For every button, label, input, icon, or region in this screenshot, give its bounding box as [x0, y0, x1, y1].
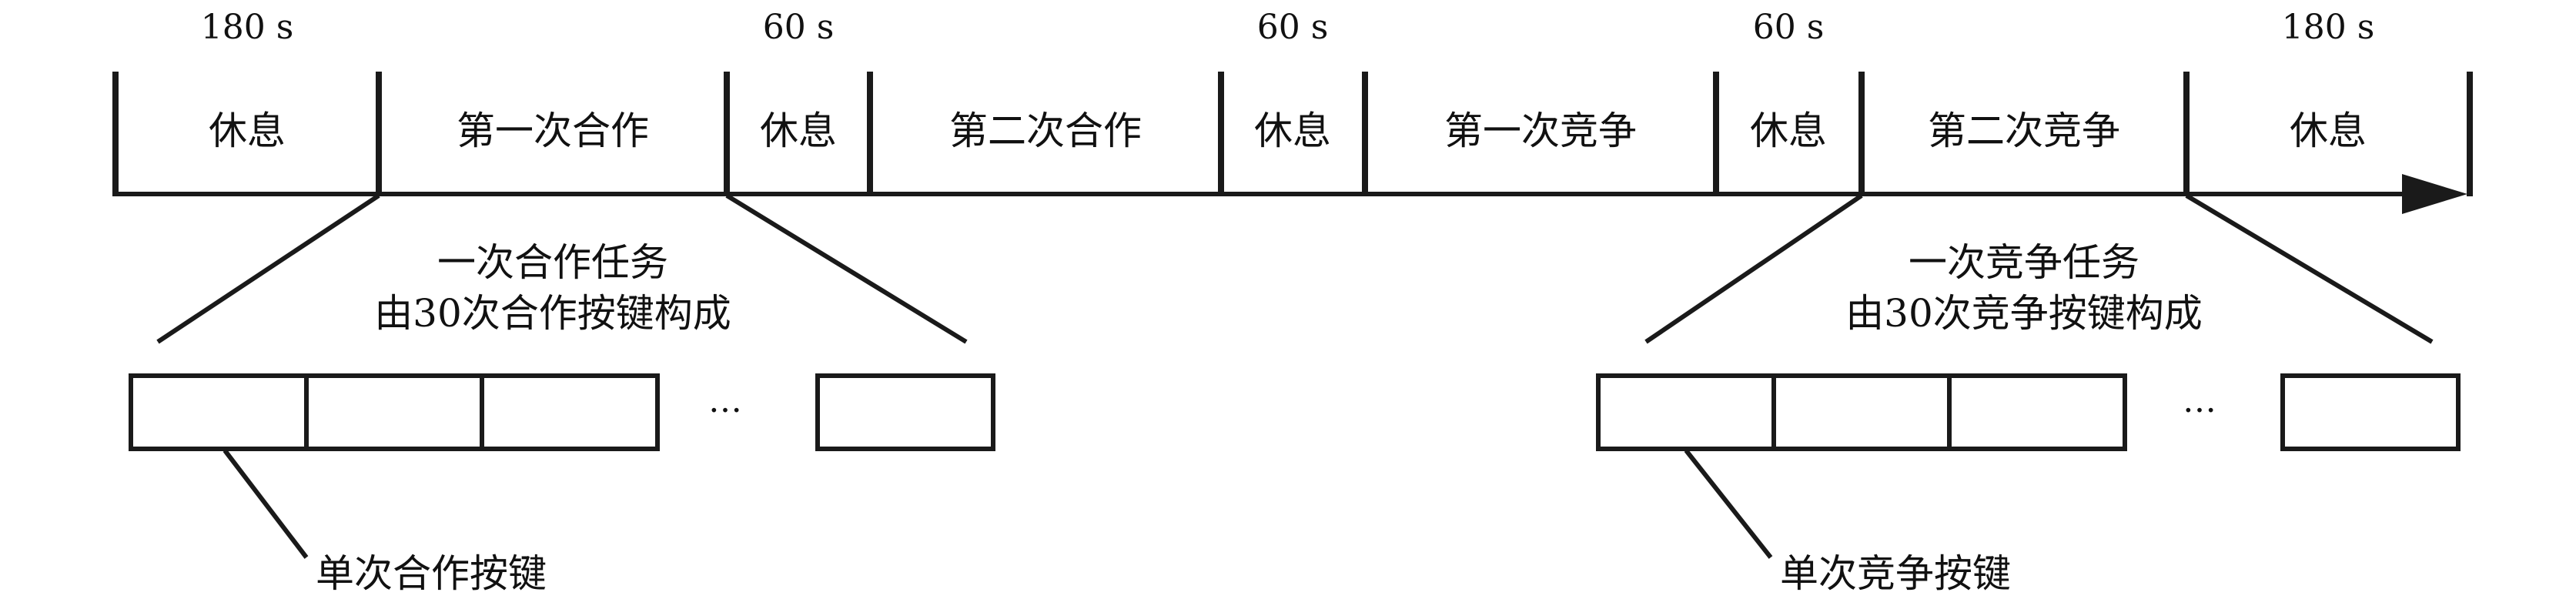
- segment-competition-1: 第一次竞争: [1444, 109, 1637, 153]
- coop-keypress-box-3: [480, 373, 660, 451]
- comp-keypress-box-last: [2280, 373, 2461, 451]
- segment-rest-4: 休息: [1750, 109, 1827, 153]
- duration-rest-2: 60 s: [763, 8, 835, 47]
- duration-rest-start: 180 s: [201, 8, 294, 47]
- comp-keypress-box-2: [1771, 373, 1952, 451]
- coop-task-desc: 由30次合作按键构成: [374, 291, 731, 336]
- coop-keypress-box-2: [304, 373, 484, 451]
- segment-rest-2: 休息: [760, 109, 837, 153]
- comp-zoom-line-right: [2185, 193, 2434, 344]
- comp-keypress-label: 单次竞争按键: [1780, 551, 2011, 596]
- comp-ellipsis: …: [2183, 381, 2216, 420]
- duration-rest-end: 180 s: [2282, 8, 2375, 47]
- coop-keypress-pointer: [222, 449, 309, 559]
- comp-zoom-line-left: [1644, 193, 1863, 344]
- comp-keypress-box-1: [1596, 373, 1776, 451]
- coop-zoom-line-left: [156, 193, 380, 344]
- segment-rest-3: 休息: [1254, 109, 1331, 153]
- coop-task-title: 一次合作任务: [437, 240, 668, 285]
- coop-ellipsis: …: [708, 381, 742, 420]
- comp-keypress-pointer: [1684, 449, 1773, 559]
- segment-rest-5: 休息: [2290, 109, 2367, 153]
- coop-keypress-box-last: [815, 373, 995, 451]
- comp-task-desc: 由30次竞争按键构成: [1845, 291, 2203, 336]
- comp-keypress-box-3: [1947, 373, 2127, 451]
- segment-cooperation-2: 第二次合作: [949, 109, 1142, 153]
- comp-task-title: 一次竞争任务: [1909, 240, 2139, 285]
- duration-rest-4: 60 s: [1753, 8, 1825, 47]
- coop-zoom-line-right: [725, 193, 968, 344]
- coop-keypress-box-1: [129, 373, 309, 451]
- duration-rest-3: 60 s: [1257, 8, 1329, 47]
- segment-competition-2: 第二次竞争: [1928, 109, 2120, 153]
- segment-cooperation-1: 第一次合作: [457, 109, 649, 153]
- coop-keypress-label: 单次合作按键: [316, 551, 547, 596]
- timeline-arrowhead: [2402, 174, 2467, 214]
- segment-rest-1: 休息: [209, 109, 286, 153]
